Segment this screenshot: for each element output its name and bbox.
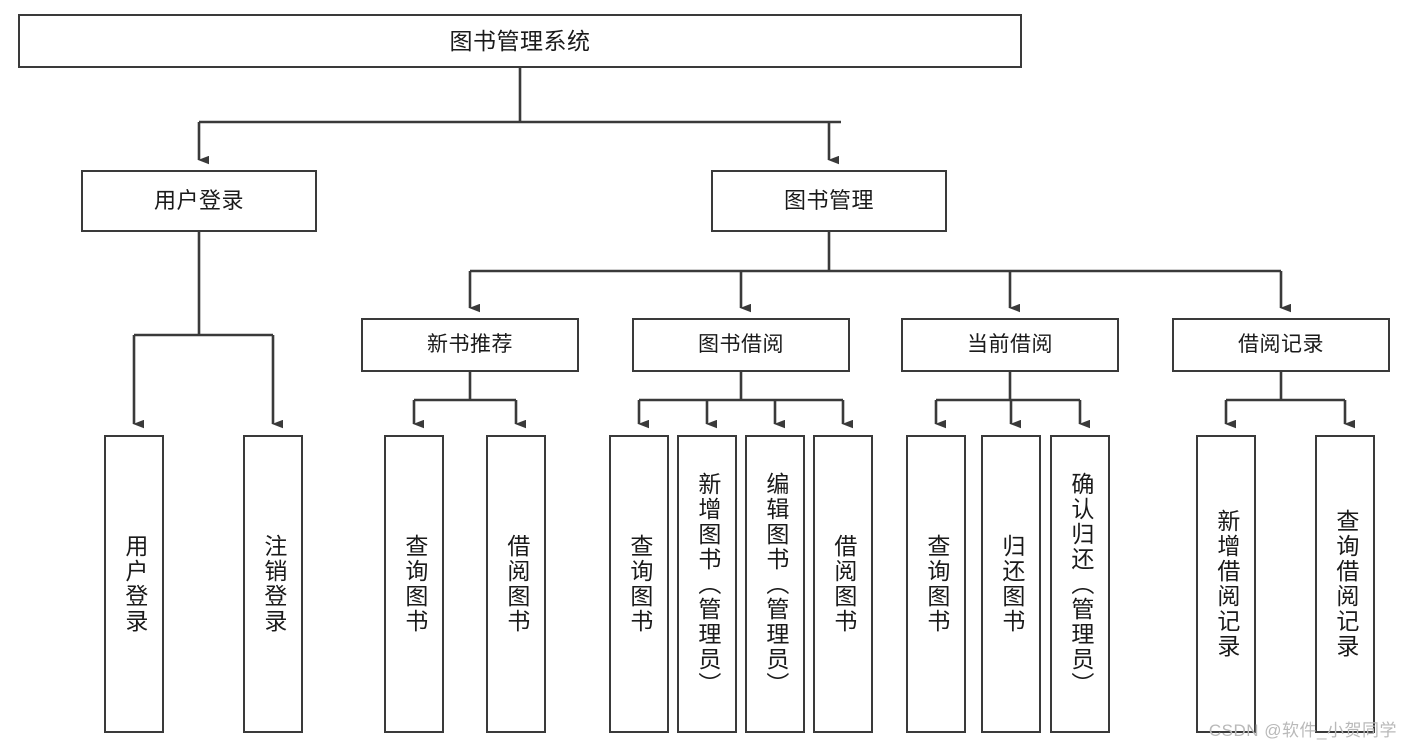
node-leaf-confirm-return[interactable]: 确认归还（管理员） [1050,435,1110,733]
node-user-login[interactable]: 用户登录 [81,170,317,232]
node-leaf-add-record[interactable]: 新增借阅记录 [1196,435,1256,733]
node-leaf-add-book[interactable]: 新增图书（管理员） [677,435,737,733]
node-leaf-logout[interactable]: 注销登录 [243,435,303,733]
node-root-system[interactable]: 图书管理系统 [18,14,1022,68]
node-leaf-borrow-book-1-label: 借阅图书 [503,534,530,634]
user-login-to-leaves-connectors [132,232,283,429]
node-book-management[interactable]: 图书管理 [711,170,947,232]
node-leaf-confirm-return-label: 确认归还（管理员） [1067,471,1094,697]
node-leaf-edit-book[interactable]: 编辑图书（管理员） [745,435,805,733]
node-leaf-borrow-book-2[interactable]: 借阅图书 [813,435,873,733]
node-leaf-query-book-1[interactable]: 查询图书 [384,435,444,733]
node-book-management-label: 图书管理 [783,188,874,214]
node-leaf-user-login-label: 用户登录 [121,534,148,634]
node-leaf-return-book-label: 归还图书 [998,534,1025,634]
node-leaf-borrow-book-1[interactable]: 借阅图书 [486,435,546,733]
new-book-recommend-to-leaves-connectors [412,372,526,429]
node-book-borrow[interactable]: 图书借阅 [632,318,850,372]
node-borrow-record-label: 借阅记录 [1238,332,1324,356]
node-borrow-record[interactable]: 借阅记录 [1172,318,1390,372]
node-leaf-query-book-1-label: 查询图书 [401,534,428,634]
root-to-level2-connectors [197,68,841,165]
node-new-book-recommend[interactable]: 新书推荐 [361,318,579,372]
borrow-record-to-leaves-connectors [1224,372,1355,429]
node-leaf-query-book-2[interactable]: 查询图书 [609,435,669,733]
csdn-watermark: CSDN @软件_小贺同学 [1208,721,1397,740]
node-leaf-query-book-2-label: 查询图书 [626,534,653,634]
node-leaf-query-book-3[interactable]: 查询图书 [906,435,966,733]
node-leaf-return-book[interactable]: 归还图书 [981,435,1041,733]
book-borrow-to-leaves-connectors [637,372,853,429]
node-user-login-label: 用户登录 [153,188,244,214]
node-leaf-query-record[interactable]: 查询借阅记录 [1315,435,1375,733]
book-management-to-level3-connectors [468,232,1291,313]
node-leaf-borrow-book-2-label: 借阅图书 [830,534,857,634]
current-borrow-to-leaves-connectors [934,372,1090,429]
node-leaf-user-login[interactable]: 用户登录 [104,435,164,733]
node-current-borrow[interactable]: 当前借阅 [901,318,1119,372]
node-current-borrow-label: 当前借阅 [967,332,1053,356]
node-book-borrow-label: 图书借阅 [698,332,784,356]
node-leaf-add-record-label: 新增借阅记录 [1213,509,1240,659]
node-leaf-logout-label: 注销登录 [260,534,287,634]
node-new-book-recommend-label: 新书推荐 [427,332,513,356]
node-leaf-query-book-3-label: 查询图书 [923,534,950,634]
node-leaf-edit-book-label: 编辑图书（管理员） [762,471,789,697]
node-root-system-label: 图书管理系统 [449,27,591,54]
node-leaf-query-record-label: 查询借阅记录 [1332,509,1359,659]
node-leaf-add-book-label: 新增图书（管理员） [694,471,721,697]
